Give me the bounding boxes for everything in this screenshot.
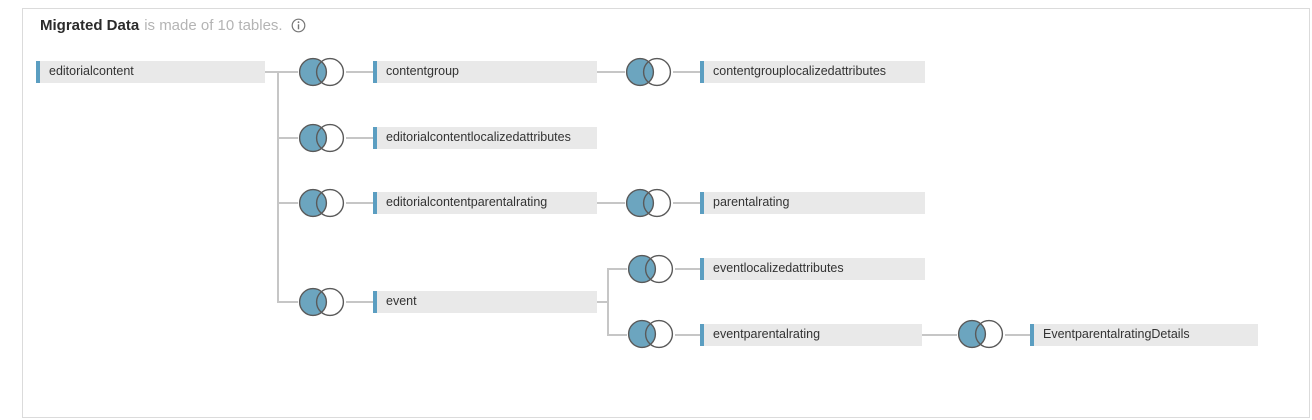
connector-line (277, 71, 279, 303)
connector-line (675, 334, 700, 336)
table-node-contentgroup[interactable]: contentgroup (373, 61, 597, 83)
datasource-name: Migrated Data (40, 17, 140, 34)
connector-line (277, 301, 298, 303)
connector-line (673, 202, 700, 204)
connector-line (597, 71, 625, 73)
page-title: Migrated Data is made of 10 tables. (40, 17, 306, 34)
info-icon[interactable] (291, 18, 306, 33)
join-venn-icon-contentgroup-localizedattributes[interactable] (625, 57, 673, 87)
join-venn-icon-editorialcontent-contentgroup[interactable] (298, 57, 346, 87)
table-node-editorialcontent[interactable]: editorialcontent (36, 61, 265, 83)
connector-line (265, 71, 278, 73)
table-node-eventparentalrating[interactable]: eventparentalrating (700, 324, 922, 346)
connector-line (673, 71, 700, 73)
connector-line (597, 202, 625, 204)
table-node-contentgrouplocalizedattributes[interactable]: contentgrouplocalizedattributes (700, 61, 925, 83)
connector-line (1005, 334, 1030, 336)
connector-line (346, 202, 373, 204)
join-venn-icon-eventparentalrating-details[interactable] (957, 319, 1005, 349)
join-venn-icon-parentalrating[interactable] (625, 188, 673, 218)
table-node-event[interactable]: event (373, 291, 597, 313)
connector-line (607, 268, 609, 336)
join-venn-icon-editorialcontent-event[interactable] (298, 287, 346, 317)
connector-line (597, 301, 608, 303)
table-node-parentalrating[interactable]: parentalrating (700, 192, 925, 214)
connector-line (346, 71, 373, 73)
connector-line (675, 268, 700, 270)
connector-line (277, 202, 298, 204)
connector-line (922, 334, 957, 336)
join-venn-icon-editorialcontent-localizedattributes[interactable] (298, 123, 346, 153)
connector-line (607, 334, 627, 336)
join-venn-icon-event-parentalrating[interactable] (627, 319, 675, 349)
join-venn-icon-editorialcontent-parentalrating[interactable] (298, 188, 346, 218)
table-node-eventlocalizedattributes[interactable]: eventlocalizedattributes (700, 258, 925, 280)
connector-line (277, 137, 298, 139)
table-node-editorialcontentparentalrating[interactable]: editorialcontentparentalrating (373, 192, 597, 214)
table-node-editorialcontentlocalizedattributes[interactable]: editorialcontentlocalizedattributes (373, 127, 597, 149)
join-venn-icon-event-localizedattributes[interactable] (627, 254, 675, 284)
connector-line (277, 71, 298, 73)
table-count-text: is made of 10 tables. (144, 17, 283, 34)
connector-line (346, 301, 373, 303)
connector-line (607, 268, 627, 270)
table-node-eventparentalratingdetails[interactable]: EventparentalratingDetails (1030, 324, 1258, 346)
connector-line (346, 137, 373, 139)
